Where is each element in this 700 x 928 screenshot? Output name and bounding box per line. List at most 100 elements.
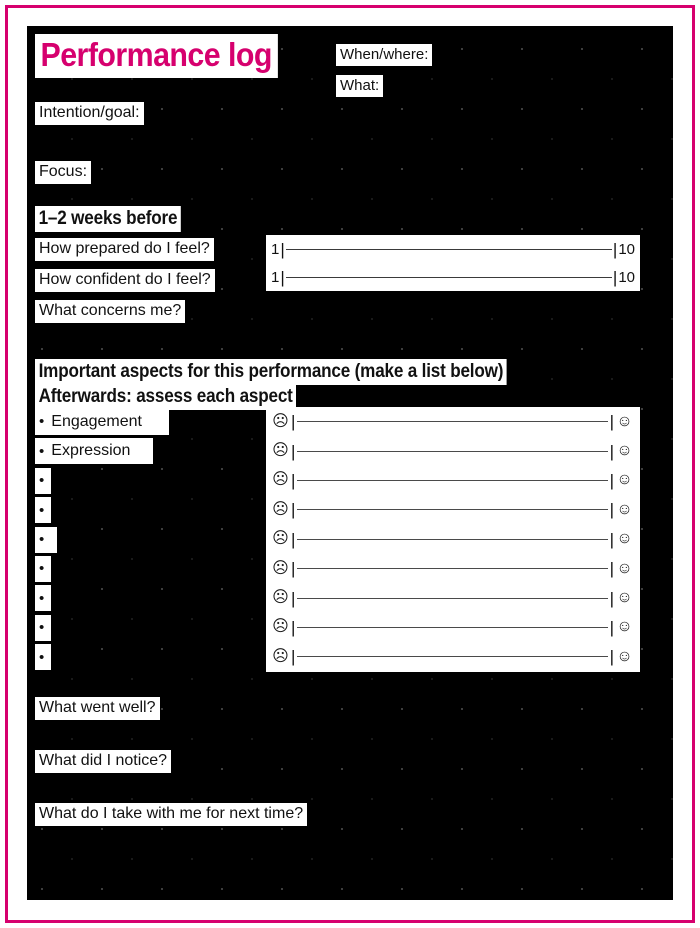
smiling-face-icon: ☺ [616, 530, 633, 548]
aspect-label: Engagement [51, 412, 142, 430]
aspect-list-item[interactable]: • Expression [35, 438, 153, 465]
frowning-face-icon: ☹ [272, 442, 289, 460]
frowning-face-icon: ☹ [272, 589, 289, 607]
question-what-went-well[interactable]: What went well? [35, 697, 160, 720]
question-what-concerns-me[interactable]: What concerns me? [35, 300, 186, 323]
smiling-face-icon: ☺ [616, 442, 633, 460]
bullet-dot-icon: • [39, 589, 45, 607]
section-heading-weeks-before: 1–2 weeks before [35, 206, 181, 232]
aspect-rating-row[interactable]: ☹||☺ [266, 436, 640, 465]
aspect-rating-row[interactable]: ☹||☺ [266, 642, 640, 671]
scale-line[interactable] [297, 626, 608, 628]
aspect-list-item[interactable]: • Engagement [35, 408, 169, 435]
numeric-scale-row[interactable]: 1 | | 10 [266, 235, 640, 263]
scale-right-tick-icon: | [609, 529, 614, 549]
scale-left-tick-icon: | [291, 500, 296, 520]
bullet-dot-icon: • [39, 501, 45, 519]
frowning-face-icon: ☹ [272, 500, 289, 518]
scale-right-tick-icon: | [612, 239, 618, 259]
smiling-face-icon: ☺ [616, 471, 633, 489]
aspect-rating-row[interactable]: ☹||☺ [266, 495, 640, 524]
bullet-dot-icon: • [39, 472, 45, 490]
aspect-rating-panel: ☹||☺☹||☺☹||☺☹||☺☹||☺☹||☺☹||☺☹||☺☹||☺ [266, 407, 640, 672]
aspect-list-item[interactable]: • [35, 614, 51, 641]
worksheet-sheet: Performance log When/where: What: Intent… [27, 26, 673, 900]
aspect-list-item[interactable]: • [35, 585, 51, 612]
scale-right-tick-icon: | [609, 588, 614, 608]
scale-max-label: 10 [618, 268, 635, 286]
scale-left-tick-icon: | [280, 239, 285, 259]
bullet-dot-icon: • [39, 619, 45, 637]
frowning-face-icon: ☹ [272, 559, 289, 577]
scale-line[interactable] [297, 597, 608, 599]
scale-min-label: 1 [271, 268, 280, 286]
aspect-list-item[interactable]: • [35, 497, 51, 524]
aspect-rating-row[interactable]: ☹||☺ [266, 407, 640, 436]
smiling-face-icon: ☺ [616, 589, 633, 607]
aspect-list-item[interactable]: • [35, 644, 51, 671]
scale-line[interactable] [297, 656, 608, 658]
scale-left-tick-icon: | [291, 588, 296, 608]
question-how-prepared[interactable]: How prepared do I feel? [35, 238, 214, 261]
scale-min-label: 1 [271, 240, 280, 258]
what-label[interactable]: What: [336, 75, 384, 97]
aspect-rating-row[interactable]: ☹||☺ [266, 466, 640, 495]
frowning-face-icon: ☹ [272, 530, 289, 548]
worksheet-content: Performance log When/where: What: Intent… [27, 26, 673, 900]
scale-line[interactable] [297, 421, 608, 423]
frowning-face-icon: ☹ [272, 412, 289, 430]
aspect-rating-row[interactable]: ☹||☺ [266, 583, 640, 612]
scale-line[interactable] [297, 450, 608, 452]
scale-right-tick-icon: | [612, 267, 618, 287]
scale-right-tick-icon: | [609, 617, 614, 637]
focus-label[interactable]: Focus: [35, 161, 92, 184]
bullet-dot-icon: • [39, 648, 45, 666]
numeric-scale-row[interactable]: 1 | | 10 [266, 263, 640, 291]
scale-max-label: 10 [618, 240, 635, 258]
aspect-rating-row[interactable]: ☹||☺ [266, 554, 640, 583]
scale-left-tick-icon: | [280, 267, 285, 287]
scale-line[interactable] [285, 248, 612, 250]
smiling-face-icon: ☺ [616, 500, 633, 518]
bullet-dot-icon: • [39, 413, 45, 431]
pink-border-frame: Performance log When/where: What: Intent… [5, 5, 695, 923]
when-where-label[interactable]: When/where: [336, 44, 433, 66]
bullet-dot-icon: • [39, 531, 45, 548]
section-heading-afterwards-assess: Afterwards: assess each aspect [35, 384, 297, 410]
aspect-list-item[interactable]: • [35, 467, 51, 494]
aspect-rating-row[interactable]: ☹||☺ [266, 525, 640, 554]
scale-left-tick-icon: | [291, 647, 296, 667]
scale-line[interactable] [297, 479, 608, 481]
frowning-face-icon: ☹ [272, 647, 289, 665]
numeric-scale-panel: 1 | | 10 1 | | 10 [266, 235, 640, 291]
scale-line[interactable] [297, 509, 608, 511]
bullet-dot-icon: • [39, 560, 45, 578]
smiling-face-icon: ☺ [616, 559, 633, 577]
page-title: Performance log [35, 34, 279, 78]
scale-line[interactable] [297, 538, 608, 540]
aspect-list-item[interactable]: • [35, 526, 57, 553]
section-heading-important-aspects: Important aspects for this performance (… [35, 359, 507, 385]
smiling-face-icon: ☺ [616, 647, 633, 665]
scale-right-tick-icon: | [609, 500, 614, 520]
scale-left-tick-icon: | [291, 529, 296, 549]
scale-left-tick-icon: | [291, 470, 296, 490]
aspect-label: Expression [51, 442, 131, 460]
frowning-face-icon: ☹ [272, 471, 289, 489]
question-how-confident[interactable]: How confident do I feel? [35, 269, 215, 292]
scale-line[interactable] [285, 276, 612, 278]
question-what-do-i-take-next-time[interactable]: What do I take with me for next time? [35, 803, 308, 826]
scale-left-tick-icon: | [291, 412, 296, 432]
aspect-list-item[interactable]: • [35, 555, 51, 582]
intention-goal-label[interactable]: Intention/goal: [35, 102, 144, 125]
smiling-face-icon: ☺ [616, 618, 633, 636]
smiling-face-icon: ☺ [616, 412, 633, 430]
bullet-dot-icon: • [39, 442, 45, 460]
scale-right-tick-icon: | [609, 559, 614, 579]
scale-left-tick-icon: | [291, 559, 296, 579]
scale-right-tick-icon: | [609, 412, 614, 432]
question-what-did-i-notice[interactable]: What did I notice? [35, 750, 172, 773]
scale-line[interactable] [297, 568, 608, 570]
aspect-rating-row[interactable]: ☹||☺ [266, 613, 640, 642]
